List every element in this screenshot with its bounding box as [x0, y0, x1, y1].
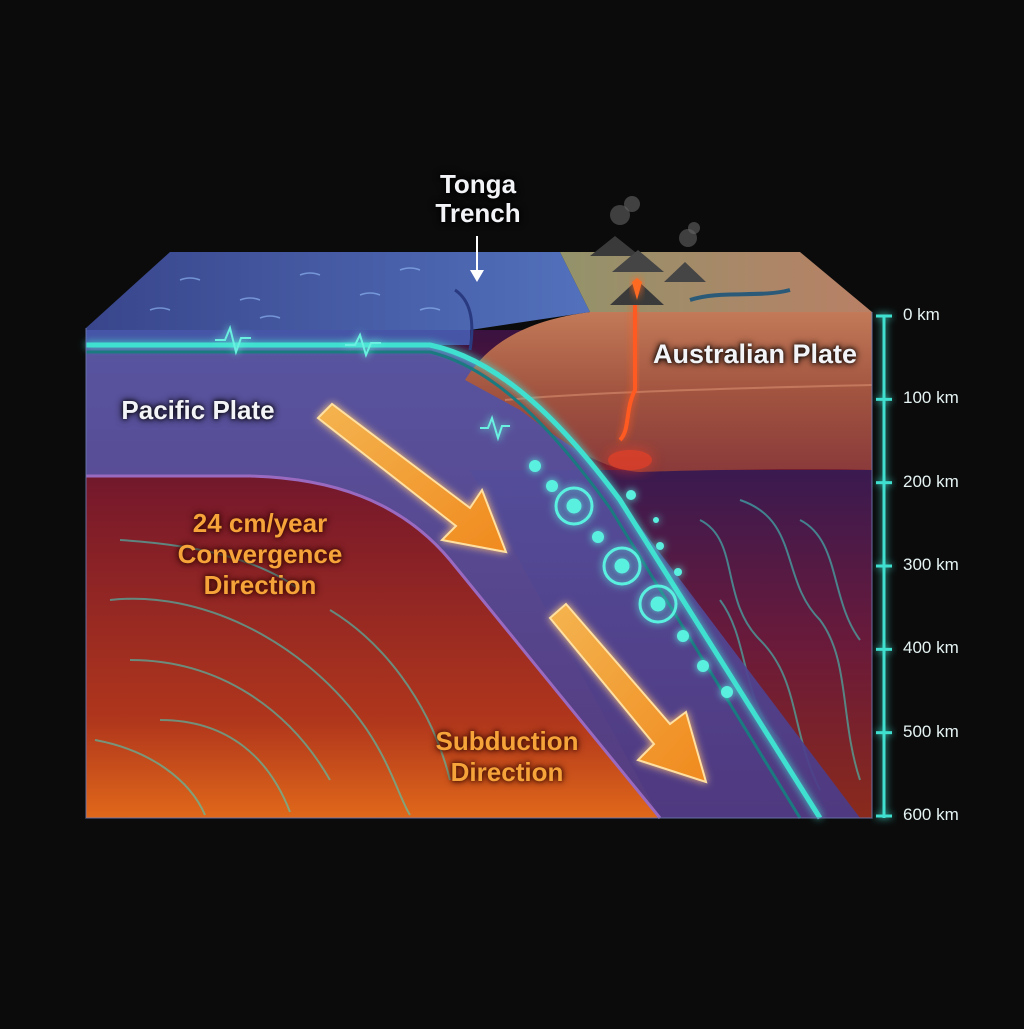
seismic-wave-icon [345, 332, 381, 358]
depth-scale [876, 314, 892, 818]
ocean-surface [86, 252, 590, 330]
depth-tick-label: 600 km [903, 805, 959, 824]
mantle-flow-lines-left [94, 539, 451, 816]
seismic-wave-icon [215, 324, 251, 356]
slab-inner-edge [86, 350, 802, 819]
depth-tick-label: 200 km [903, 471, 959, 491]
seismic-wave-icons [215, 324, 510, 442]
depth-tick-label: 300 km [903, 555, 959, 574]
trench-valley [454, 288, 474, 351]
land-surface [560, 252, 872, 312]
smoke-plume [610, 205, 630, 225]
earthquake-dot-icon [697, 660, 709, 672]
earthquake-dot-icon [653, 517, 659, 523]
australian-plate-label: Australian Plate [652, 339, 858, 369]
earthquake-dots [529, 460, 733, 698]
block-outline [85, 312, 873, 819]
earthquake-dot-icon [656, 542, 664, 550]
earthquake-dot-icon [592, 531, 604, 543]
earthquake-dot-icon [674, 568, 682, 576]
ocean-waves [149, 267, 441, 319]
depth-tick-label: 0 km [903, 305, 940, 324]
depth-tick-label: 400 km [903, 638, 959, 658]
slab-lower-boundary [86, 474, 662, 819]
earthquake-dot-icon [721, 686, 733, 698]
magma-conduit [618, 300, 637, 442]
pacific-plate-slab [86, 345, 860, 818]
earthquake-dot-icon [529, 460, 541, 472]
volcano-icons [590, 196, 706, 305]
earthquake-dot-icon [626, 490, 636, 500]
earthquake-dot-icon [677, 630, 689, 642]
volcano-icon [612, 250, 664, 272]
trench-pointer-head [470, 270, 484, 282]
earthquake-rings [554, 486, 678, 624]
earthquake-dot-icon [546, 480, 558, 492]
slab-upper-edge [86, 342, 823, 820]
trench-label: Tonga Trench [435, 169, 521, 228]
volcano-icon [664, 262, 706, 282]
lava-flow [632, 278, 642, 300]
land-river [689, 288, 791, 302]
depth-tick-label: 500 km [903, 721, 959, 741]
ocean-front-face [86, 330, 470, 345]
smoke-plume [624, 196, 640, 212]
pacific-plate-label: Pacific Plate [121, 395, 275, 425]
depth-tick-label: 100 km [903, 388, 959, 408]
arrow-icon [548, 602, 708, 784]
seismic-wave-icon [480, 414, 510, 442]
arrow-icon [316, 402, 508, 554]
smoke-plume [688, 222, 700, 234]
convergence-label: 24 cm/year Convergence Direction [177, 508, 343, 600]
magma-chamber [608, 450, 652, 470]
subduction-label: Subduction Direction [435, 726, 579, 787]
volcano-icon [590, 236, 640, 256]
